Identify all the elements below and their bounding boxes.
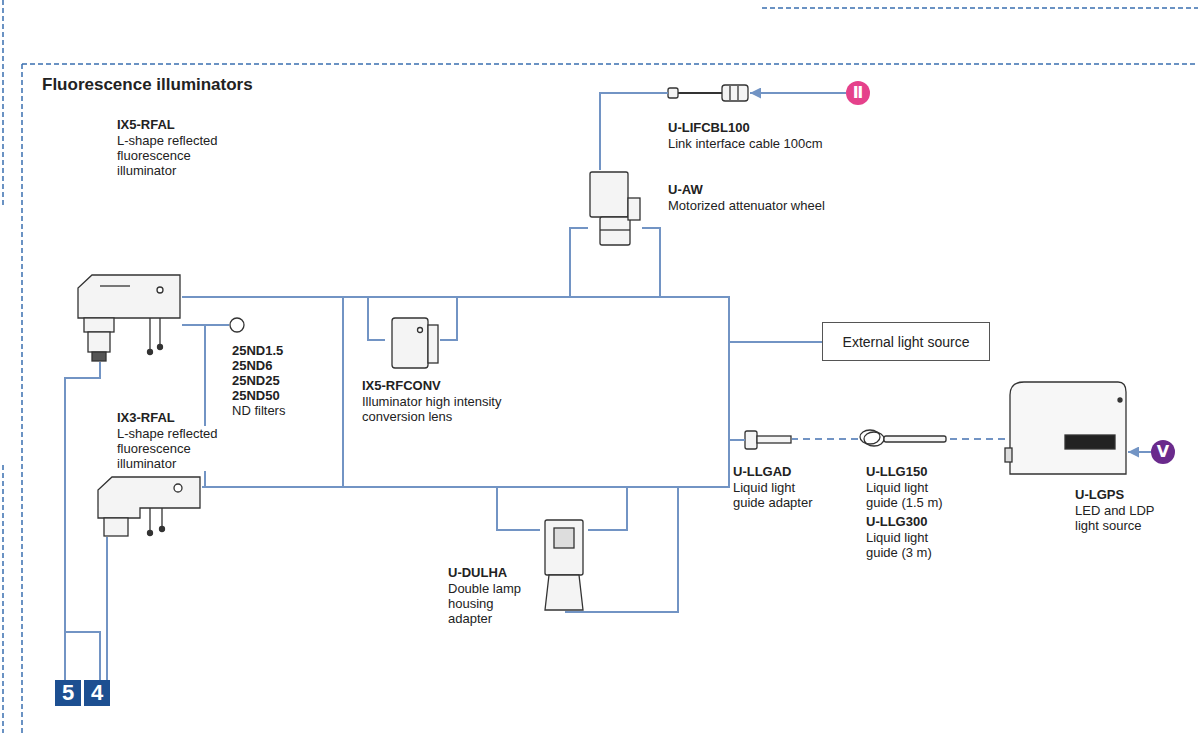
- conversion-lens-icon: [392, 318, 438, 368]
- part-code: U-DULHA: [448, 565, 507, 580]
- connector-line: [182, 297, 385, 340]
- part-code: IX3-RFAL: [117, 410, 175, 425]
- filter-part: 25ND1.5 25ND6 25ND25 25ND50ND filters: [229, 317, 245, 333]
- connector-line: [202, 342, 822, 487]
- circle-shape: [846, 81, 870, 105]
- light-guide-icon: [860, 430, 946, 446]
- part-code: U-AW: [668, 182, 703, 197]
- part-description: L-shape reflected fluorescence illuminat…: [117, 133, 235, 178]
- part-code: U-LIFCBL100: [668, 120, 750, 135]
- connector-line: [182, 297, 540, 530]
- guide-adapter-part: U-LLGADLiquid light guide adapter: [745, 428, 792, 452]
- lamp-adapter-part: U-DULHADouble lamp housing adapter: [540, 518, 588, 612]
- part-description: Liquid light guide (1.5 m): [866, 480, 962, 510]
- part-code: U-LLG150: [866, 464, 927, 479]
- part-description: ND filters: [232, 403, 285, 418]
- callout-label: Ⅱ: [846, 81, 870, 105]
- part-code: IX5-RFAL: [117, 117, 175, 132]
- part-description: Double lamp housing adapter: [448, 581, 534, 626]
- circle-shape: [1151, 440, 1175, 464]
- callout-label: 5: [55, 680, 81, 706]
- callout-number: 5: [55, 680, 81, 706]
- connector-line: [792, 438, 858, 440]
- connector-line: [182, 324, 229, 326]
- guide-adapter-icon: [745, 431, 791, 449]
- part-code: U-LLGAD: [733, 464, 792, 479]
- attenuator-icon: [590, 172, 640, 245]
- box-label: External light source: [823, 323, 989, 360]
- part-description: Link interface cable 100cm: [668, 136, 823, 151]
- illuminator-part: IX3-RFALL-shape reflected fluorescence i…: [88, 472, 202, 537]
- connector-line: [948, 438, 1005, 440]
- attenuator-part: U-AWMotorized attenuator wheel: [588, 170, 642, 247]
- connector-line: [106, 537, 108, 680]
- part-code: IX5-RFCONV: [362, 378, 441, 393]
- part-description: Illuminator high intensity conversion le…: [362, 394, 532, 424]
- callout-circle: Ⅱ: [846, 81, 870, 105]
- connector-line: [202, 228, 588, 487]
- connector-line: [182, 297, 745, 440]
- connector-line: [65, 362, 100, 680]
- light-source-part: U-LGPSLED and LDP light source: [1005, 380, 1128, 477]
- cable-part: U-LIFCBL100Link interface cable 100cm: [668, 84, 750, 102]
- connector-line: [202, 440, 745, 487]
- part-description: Motorized attenuator wheel: [668, 198, 825, 213]
- callout-label: Ⅴ: [1151, 440, 1175, 464]
- circle-shape: [230, 318, 244, 332]
- connector-line: [65, 362, 100, 680]
- lamp-adapter-icon: [545, 520, 583, 610]
- part-code: 25ND1.5 25ND6 25ND25 25ND50: [232, 343, 290, 403]
- part-description: Liquid light guide adapter: [733, 480, 829, 510]
- bypass-line: [205, 228, 678, 612]
- panel-frame: [3, 0, 1198, 733]
- illuminator-icon: [78, 275, 180, 361]
- source-box: External light source: [822, 322, 990, 361]
- callout-label: 4: [84, 680, 110, 706]
- part-description: Liquid light guide (3 m): [866, 530, 962, 560]
- connector-line: [600, 93, 668, 170]
- connector-line: [182, 228, 588, 297]
- part-description: L-shape reflected fluorescence illuminat…: [117, 426, 235, 471]
- illuminator-part: IX5-RFALL-shape reflected fluorescence i…: [68, 272, 182, 362]
- filter-outline: [229, 317, 245, 333]
- part-code: U-LGPS: [1075, 487, 1124, 502]
- connector-line: [202, 487, 540, 530]
- cable-icon: [668, 85, 748, 101]
- callout-circle: Ⅴ: [1151, 440, 1175, 464]
- light-guide-part: U-LLG150Liquid light guide (1.5 m)U-LLG3…: [858, 428, 948, 450]
- panel-title: Fluorescence illuminators: [42, 75, 253, 95]
- connector-line: [182, 297, 822, 342]
- part-description: LED and LDP light source: [1075, 503, 1173, 533]
- part-code: U-LLG300: [866, 514, 927, 529]
- illuminator-icon: [98, 477, 200, 536]
- lens-part: IX5-RFCONVIlluminator high intensity con…: [385, 315, 440, 372]
- connector-line: [1128, 451, 1151, 453]
- connector-line: [750, 92, 846, 94]
- light-source-icon: [1005, 382, 1126, 474]
- callout-number: 4: [84, 680, 110, 706]
